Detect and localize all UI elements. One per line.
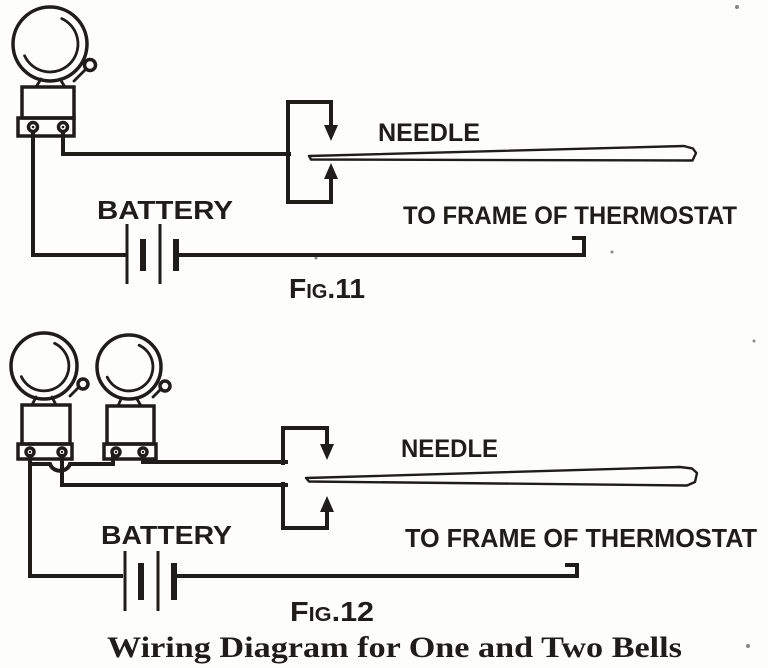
- contact-bracket-upper: [281, 426, 329, 465]
- wire-rightbell-to-upper-contact: [141, 454, 288, 464]
- page-caption: Wiring Diagram for One and Two Bells: [107, 631, 682, 664]
- wire-bell-to-contact: [61, 130, 291, 156]
- battery-symbol: [125, 224, 179, 284]
- bell-gong-highlight: [19, 341, 71, 393]
- thermostat-frame-label: TO FRAME OF THERMOSTAT: [405, 523, 757, 553]
- bell-clapper-arm: [68, 385, 81, 398]
- wire-leftbell-to-lower-contact: [60, 454, 288, 487]
- bell-gong-highlight: [23, 17, 80, 74]
- terminal-screw-dot: [28, 450, 32, 454]
- wire-bells-to-battery: [28, 454, 123, 578]
- paper-speck: [752, 339, 756, 343]
- terminal-screw-dot: [114, 450, 118, 454]
- bell-gong: [95, 333, 163, 401]
- contact-bracket-lower: [281, 482, 329, 530]
- bell-mechanism-box: [20, 85, 76, 120]
- wire-parallel-connector-with-hop: [28, 455, 115, 473]
- bell-clapper-arm: [72, 68, 87, 83]
- bell-base: [16, 116, 76, 138]
- bell-clapper-ball: [82, 57, 98, 73]
- needle-blade: [304, 465, 699, 487]
- bell-base: [16, 442, 74, 461]
- paper-speck: [746, 644, 750, 648]
- bell-mechanism-box: [105, 404, 156, 446]
- needle-blade: [307, 144, 698, 162]
- bell-icon: [95, 333, 172, 461]
- bell-clapper-arm: [151, 387, 163, 399]
- contact-arrow-up-icon: [320, 496, 334, 512]
- contact-bracket-outline: [286, 100, 333, 204]
- bell-gong: [9, 331, 79, 401]
- figure-11: NEEDLE BATTERY TO FRAME OF THERMOSTAT Fi…: [11, 5, 737, 304]
- bell-clapper-ball: [76, 377, 90, 391]
- contact-arrow-up-icon: [324, 163, 338, 179]
- figure-12: NEEDLE BATTERY TO FRAME OF THERMOSTAT Fi…: [9, 331, 757, 627]
- terminal-screw: [110, 446, 122, 458]
- battery-label: BATTERY: [97, 195, 233, 225]
- terminal-screw-dot: [60, 450, 64, 454]
- bell-icon: [11, 5, 98, 138]
- contact-bracket: [281, 426, 334, 530]
- wire-battery-to-thermostat-frame: [177, 236, 586, 257]
- wire-bell-to-battery: [31, 130, 128, 257]
- bell-gong: [11, 5, 89, 83]
- battery-label: BATTERY: [101, 520, 232, 550]
- terminal-screw-dot: [61, 125, 65, 129]
- paper-speck: [314, 256, 318, 260]
- bell-base: [102, 442, 158, 461]
- needle-label: NEEDLE: [401, 435, 498, 463]
- battery-symbol: [123, 551, 177, 611]
- needle-label: NEEDLE: [378, 119, 480, 147]
- bell-icon: [9, 331, 90, 461]
- bell-mechanism-box: [20, 403, 72, 446]
- bell-gong-highlight: [105, 343, 155, 393]
- terminal-screw-dot: [31, 125, 35, 129]
- terminal-screw-dot: [141, 450, 145, 454]
- figure-number-label: Fig.11: [289, 273, 365, 304]
- paper-speck: [610, 250, 614, 254]
- figure-number-label: Fig.12: [290, 596, 374, 627]
- paper-speck: [735, 5, 739, 9]
- thermostat-frame-label: TO FRAME OF THERMOSTAT: [403, 202, 737, 230]
- contact-arrow-down-icon: [320, 444, 334, 460]
- wire-battery-to-thermostat-frame: [175, 563, 579, 578]
- bell-clapper-ball: [158, 379, 172, 393]
- contact-bracket: [286, 100, 338, 204]
- contact-arrow-down-icon: [324, 125, 338, 141]
